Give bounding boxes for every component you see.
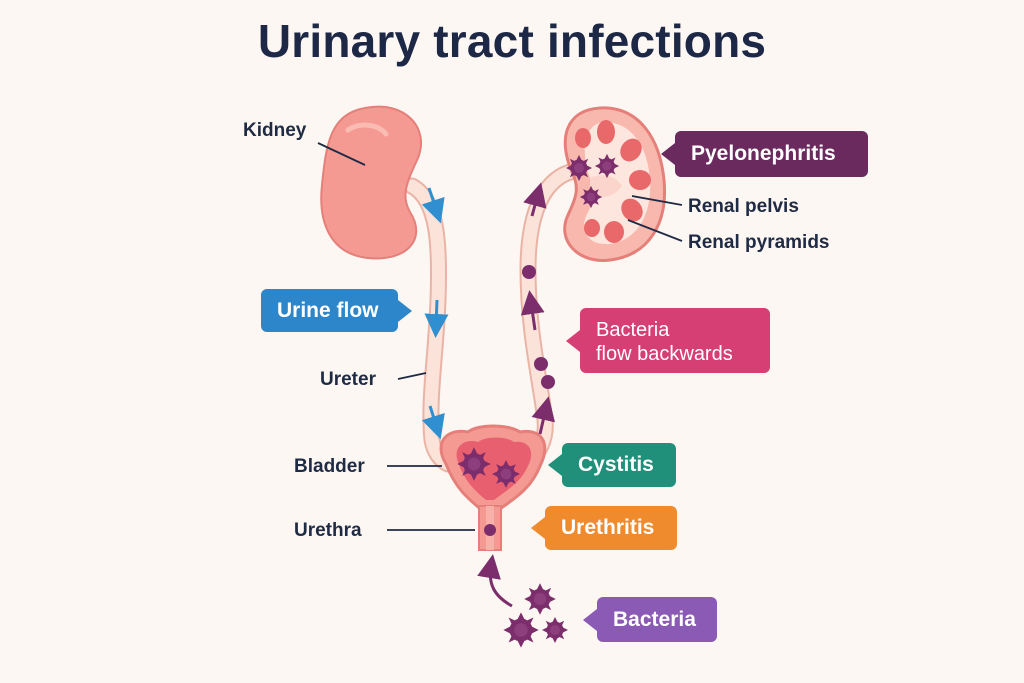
kidney-label: Kidney — [243, 120, 307, 141]
bacteria-backwards-line2: flow backwards — [596, 343, 733, 365]
left-kidney — [320, 105, 423, 260]
bacteria-backward-arrows — [520, 182, 555, 435]
bacteria-callout: Bacteria — [583, 597, 717, 642]
urethritis-callout: Urethritis — [531, 506, 677, 550]
bacteria-backwards-callout: Bacteria flow backwards — [566, 308, 770, 373]
pyelonephritis-callout: Pyelonephritis — [661, 131, 868, 177]
bacteria-dots — [522, 265, 555, 389]
ureter-label: Ureter — [320, 369, 376, 390]
page-title: Urinary tract infections — [257, 15, 767, 67]
renal-pelvis — [590, 175, 622, 197]
right-kidney — [563, 106, 667, 262]
urine-flow-callout: Urine flow — [261, 289, 412, 332]
urethra — [478, 505, 502, 551]
bacteria-text: Bacteria — [613, 607, 696, 631]
urethra-label: Urethra — [294, 520, 362, 541]
incoming-bacteria — [477, 554, 568, 648]
renal-pyramids — [575, 120, 651, 243]
bladder — [439, 424, 547, 514]
renal-pyramids-label: Renal pyramids — [688, 232, 830, 253]
renal-pelvis-label: Renal pelvis — [688, 196, 799, 217]
cystitis-text: Cystitis — [578, 453, 654, 476]
bacteria-backwards-line1: Bacteria — [596, 319, 670, 341]
left-ureter — [403, 177, 457, 473]
leader-lines — [317, 142, 683, 531]
bladder-label: Bladder — [294, 456, 365, 477]
pyelonephritis-text: Pyelonephritis — [691, 142, 836, 165]
urine-flow-text: Urine flow — [277, 298, 379, 322]
urethritis-text: Urethritis — [561, 516, 655, 539]
urine-flow-arrows — [421, 187, 449, 440]
cystitis-callout: Cystitis — [548, 443, 676, 487]
